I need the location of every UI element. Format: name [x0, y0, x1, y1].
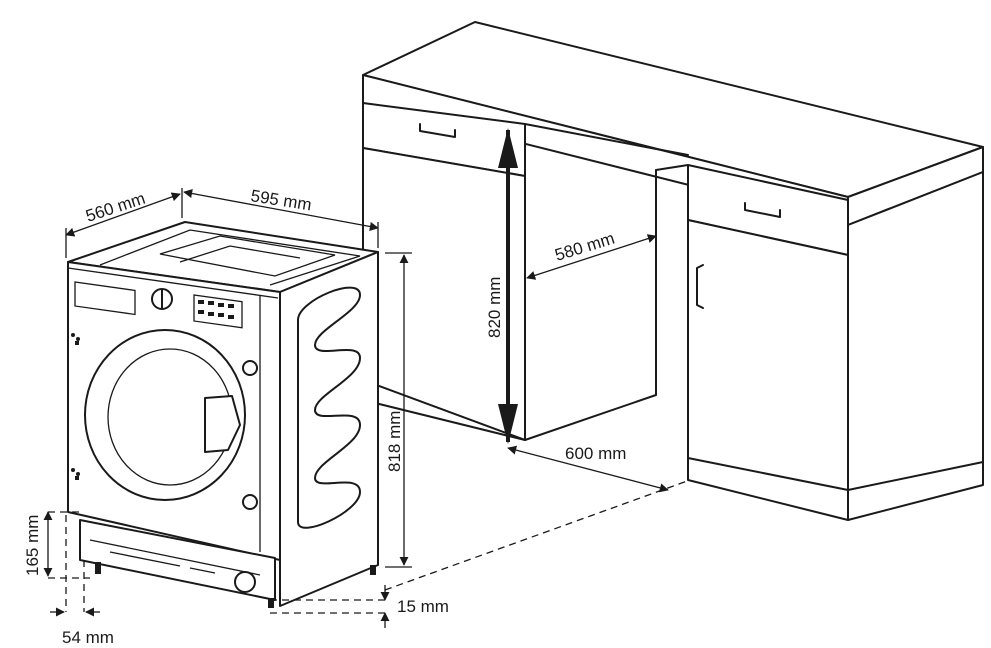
control-display	[193, 294, 243, 329]
right-door-handle	[696, 264, 704, 309]
side-serpentine	[297, 286, 361, 529]
right-cabinet-door	[687, 219, 849, 491]
drain-pump-cap	[234, 571, 256, 593]
label-54: 54 mm	[62, 628, 114, 647]
machine-side	[279, 251, 379, 607]
label-600: 600 mm	[565, 444, 626, 463]
machine-door	[84, 329, 246, 501]
washing-machine	[67, 221, 379, 608]
label-818: 818 mm	[385, 411, 404, 472]
dimension-lines	[43, 128, 691, 628]
hinge-bottom	[242, 494, 258, 510]
label-560: 560 mm	[83, 189, 147, 226]
detergent-drawer	[74, 281, 136, 316]
label-165: 165 mm	[23, 515, 42, 576]
kitchen-cabinet	[362, 21, 984, 521]
label-15: 15 mm	[397, 597, 449, 616]
label-820: 820 mm	[485, 277, 504, 338]
left-drawer-handle	[419, 123, 456, 138]
right-side-panel	[847, 171, 984, 521]
right-drawer-handle	[744, 202, 781, 218]
hinge-top	[242, 360, 258, 376]
right-plinth	[687, 457, 984, 521]
door-handle	[204, 395, 241, 453]
